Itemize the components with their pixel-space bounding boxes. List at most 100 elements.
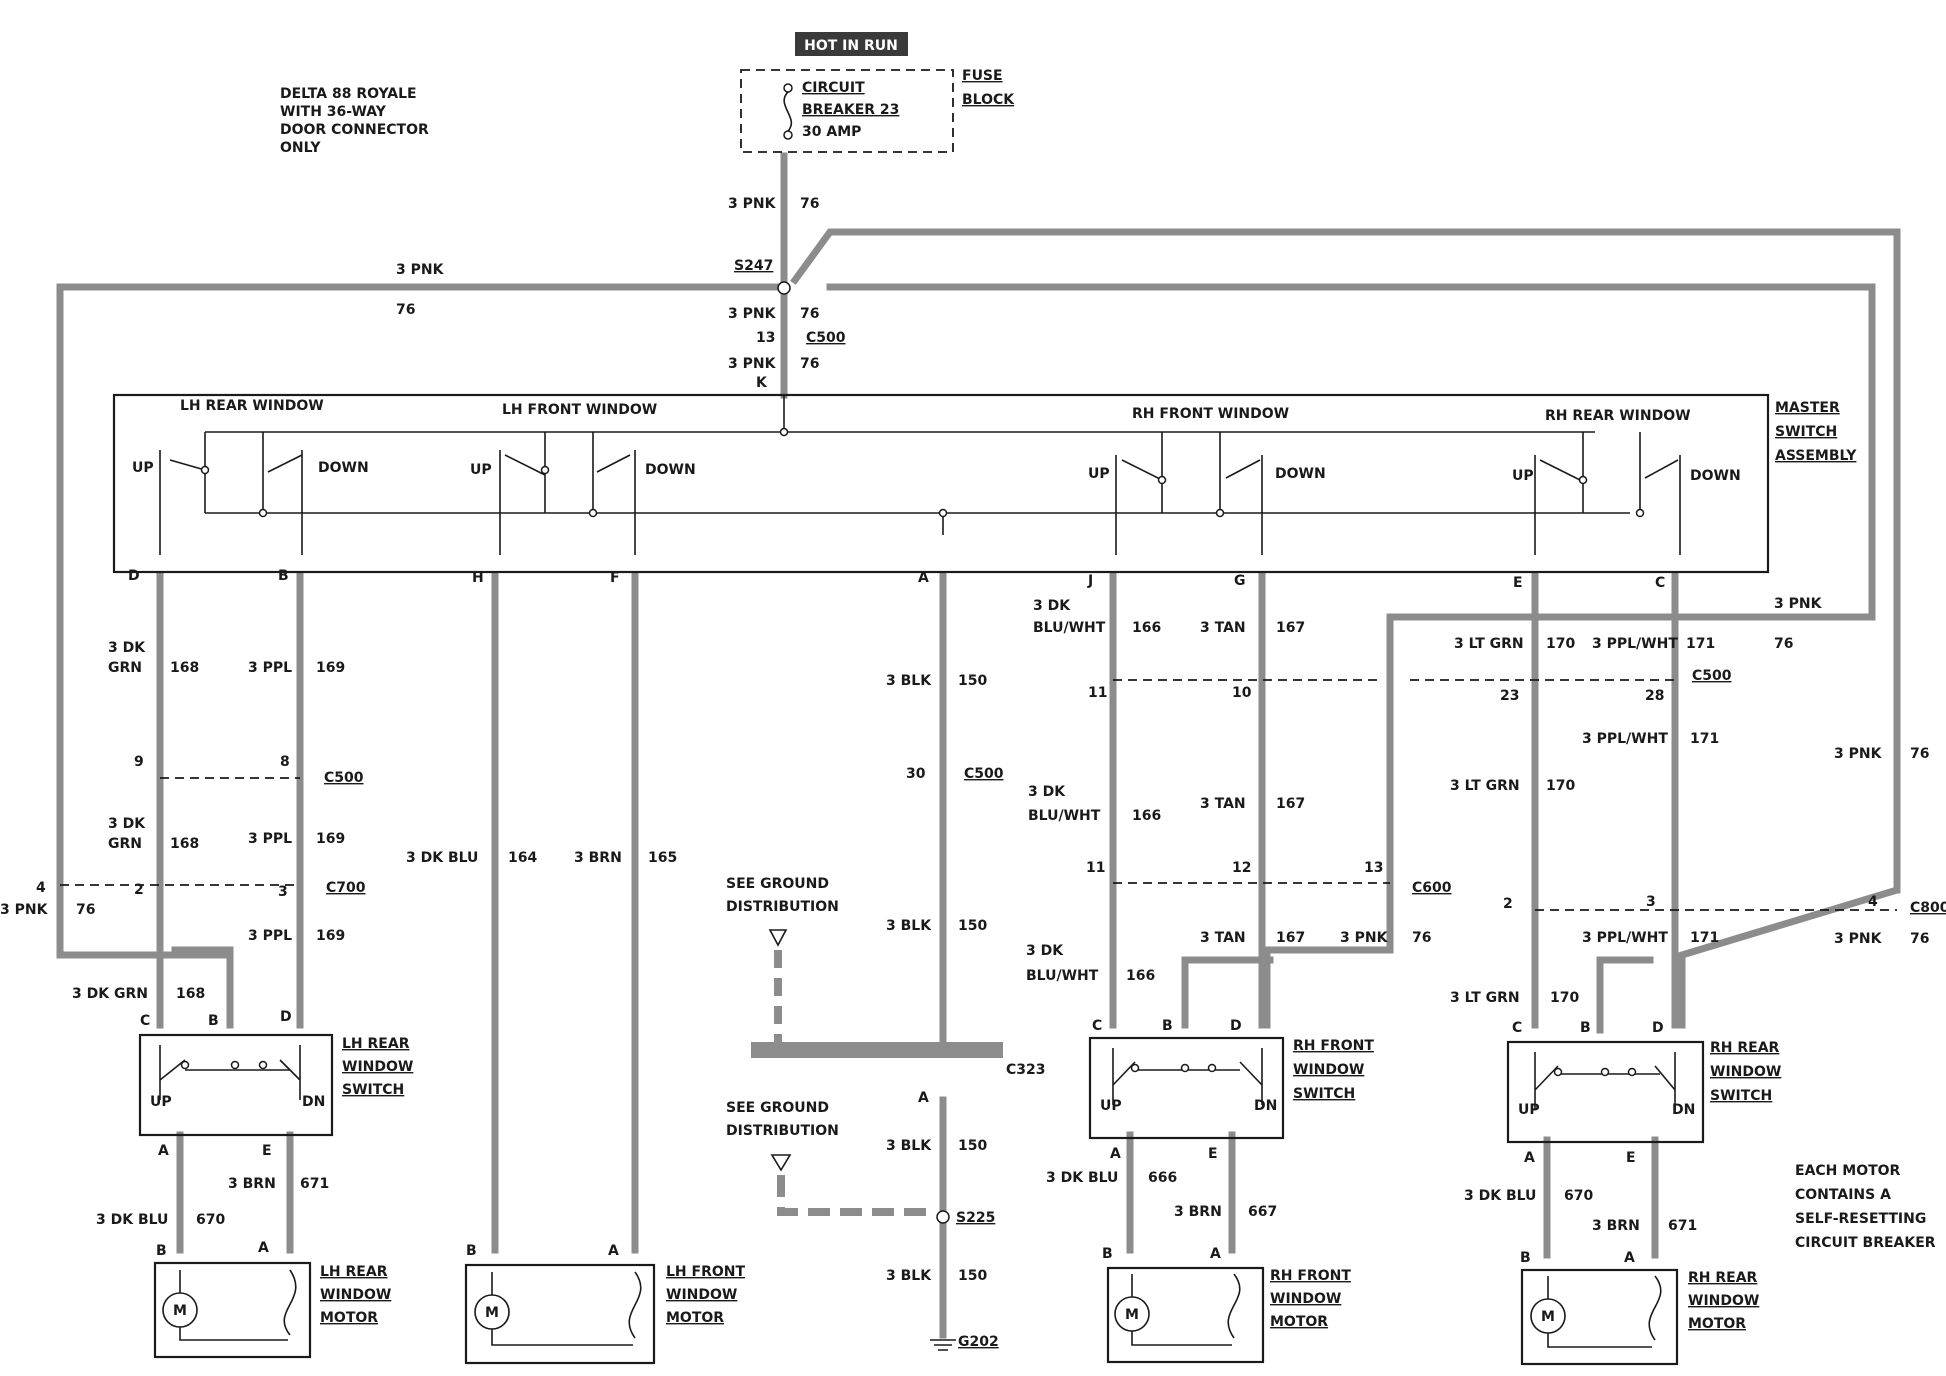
master-down-lh-rear: DOWN [318, 460, 369, 476]
rf-switch-pin-d: D [1230, 1018, 1242, 1034]
lh-front-164-circuit: 164 [508, 850, 537, 866]
rf-switch-label-1: RH FRONT [1293, 1038, 1374, 1054]
hot-in-run-tag: HOT IN RUN [795, 32, 908, 56]
ground-circuit: 3 BLK 150 30 C500 3 BLK 150 SEE GROUND D… [726, 673, 1046, 1351]
rf-666-circuit: 666 [1148, 1170, 1177, 1186]
footnote-line-3: SELF-RESETTING [1795, 1211, 1926, 1227]
lh-c700-cav-2: 2 [134, 882, 144, 898]
lh-rear-motor-box [153, 1261, 312, 1359]
hot-in-run-label: HOT IN RUN [804, 38, 898, 54]
master-section-lh-front: LH FRONT WINDOW [502, 402, 657, 418]
fuse-block: CIRCUIT BREAKER 23 30 AMP FUSE BLOCK [740, 68, 1015, 153]
rr-right-pnk-size: 3 PNK [1834, 746, 1883, 762]
lh-rear-motor-label-1: LH REAR [320, 1264, 388, 1280]
gnd-c323-pin-a: A [918, 1090, 929, 1106]
lh-front-motor-pin-a: A [608, 1243, 619, 1259]
rr-switch-up: UP [1518, 1102, 1540, 1118]
breaker-line-3: 30 AMP [802, 124, 861, 140]
lh-front-motor-m: M [485, 1305, 499, 1321]
lh-switch-dn: DN [302, 1094, 325, 1110]
master-title-2: SWITCH [1775, 424, 1837, 440]
footnote-line-4: CIRCUIT BREAKER [1795, 1235, 1936, 1251]
lh-rear-168-size-1: 3 DK [108, 640, 146, 656]
rr-switch-label-1: RH REAR [1710, 1040, 1780, 1056]
lh-front-motor-box [464, 1263, 656, 1365]
gnd-150b-circuit: 150 [958, 918, 987, 934]
master-pin-a: A [918, 570, 929, 586]
master-section-lh-rear: LH REAR WINDOW [180, 398, 324, 414]
rf-motor-pin-b: B [1102, 1246, 1113, 1262]
rr-c800-cav-2: 2 [1503, 896, 1513, 912]
splice-s247: S247 [734, 258, 773, 274]
rf-motor-pin-a: A [1210, 1246, 1221, 1262]
rf-pnk-size: 3 PNK [1340, 930, 1389, 946]
lh-front-motor-label-1: LH FRONT [666, 1264, 745, 1280]
rf-c600-cav-13: 13 [1364, 860, 1383, 876]
rr-right-pnk-circuit: 76 [1910, 746, 1929, 762]
lh-switch-label-3: SWITCH [342, 1082, 404, 1098]
rr-171c-size: 3 PPL/WHT [1582, 930, 1668, 946]
rf-167c-size: 3 TAN [1200, 930, 1246, 946]
rr-switch-pin-a: A [1524, 1150, 1535, 1166]
rf-switch-label-2: WINDOW [1293, 1062, 1364, 1078]
lh-rear-169b-size: 3 PPL [248, 831, 292, 847]
rr-switch-box [1506, 1040, 1705, 1144]
rr-motor-label-2: WINDOW [1688, 1293, 1759, 1309]
master-switch-contacts [159, 427, 1681, 555]
lh-c700-label: C700 [326, 880, 366, 896]
rf-motor-label-1: RH FRONT [1270, 1268, 1351, 1284]
rf-167b-size: 3 TAN [1200, 796, 1246, 812]
lh-front-motor-label-2: WINDOW [666, 1287, 737, 1303]
rf-c500-cav-10: 10 [1232, 685, 1252, 701]
lh-rear-671-circuit: 671 [300, 1176, 329, 1192]
lh-rear-168-size-2: GRN [108, 660, 142, 676]
lh-switch-pin-c: C [140, 1013, 150, 1029]
rf-switch-label-3: SWITCH [1293, 1086, 1355, 1102]
rr-c800-cav-3: 3 [1646, 894, 1656, 910]
lh-front-motor-label-3: MOTOR [666, 1310, 724, 1326]
lh-c700-cav-3: 3 [278, 884, 288, 900]
rf-switch-box [1088, 1036, 1285, 1140]
lh-front-circuit: 3 DK BLU 164 3 BRN 165 B A M LH FRONT WI… [406, 850, 745, 1365]
rr-671-circuit: 671 [1668, 1218, 1697, 1234]
gnd-150d-circuit: 150 [958, 1268, 987, 1284]
breaker-line-2: BREAKER 23 [802, 102, 899, 118]
lh-front-164-size: 3 DK BLU [406, 850, 478, 866]
master-down-rh-rear: DOWN [1690, 468, 1741, 484]
lh-rear-motor-m: M [173, 1303, 187, 1319]
master-up-rh-rear: UP [1512, 468, 1534, 484]
rf-166c-size-1: 3 DK [1026, 943, 1064, 959]
rr-171b-circuit: 171 [1690, 731, 1719, 747]
rf-167-circuit: 167 [1276, 620, 1305, 636]
rf-c600-cav-12: 12 [1232, 860, 1251, 876]
gnd-150b-size: 3 BLK [886, 918, 932, 934]
master-title-1: MASTER [1775, 400, 1840, 416]
gnd-c500-cav: 30 [906, 766, 926, 782]
gnd-150-size: 3 BLK [886, 673, 932, 689]
rf-switch-pin-c: C [1092, 1018, 1102, 1034]
master-up-rh-front: UP [1088, 466, 1110, 482]
wire-paths [56, 152, 1901, 1339]
lh-pnk-size: 3 PNK [0, 902, 49, 918]
master-pin-g: G [1234, 573, 1246, 589]
lh-pnk-circuit: 76 [76, 902, 95, 918]
gnd-150d-size: 3 BLK [886, 1268, 932, 1284]
lh-rear-168b-size-1: 3 DK [108, 816, 146, 832]
c500-top-label: C500 [806, 330, 846, 346]
rr-top-pnk-circuit: 76 [1774, 636, 1793, 652]
rr-motor-pin-b: B [1520, 1250, 1531, 1266]
footnote-line-1: EACH MOTOR [1795, 1163, 1901, 1179]
lh-rear-169-circuit: 169 [316, 660, 345, 676]
g202-label: G202 [958, 1334, 999, 1350]
fuse-block-label-2: BLOCK [962, 92, 1015, 108]
lh-switch-pin-b: B [208, 1013, 219, 1029]
lh-switch-pin-e: E [262, 1143, 272, 1159]
rr-motor-m: M [1541, 1309, 1555, 1325]
rf-166-size-2: BLU/WHT [1033, 620, 1106, 636]
master-pin-f: F [610, 570, 620, 586]
rf-167c-circuit: 167 [1276, 930, 1305, 946]
rf-166c-circuit: 166 [1126, 968, 1155, 984]
rf-667-size: 3 BRN [1174, 1204, 1222, 1220]
